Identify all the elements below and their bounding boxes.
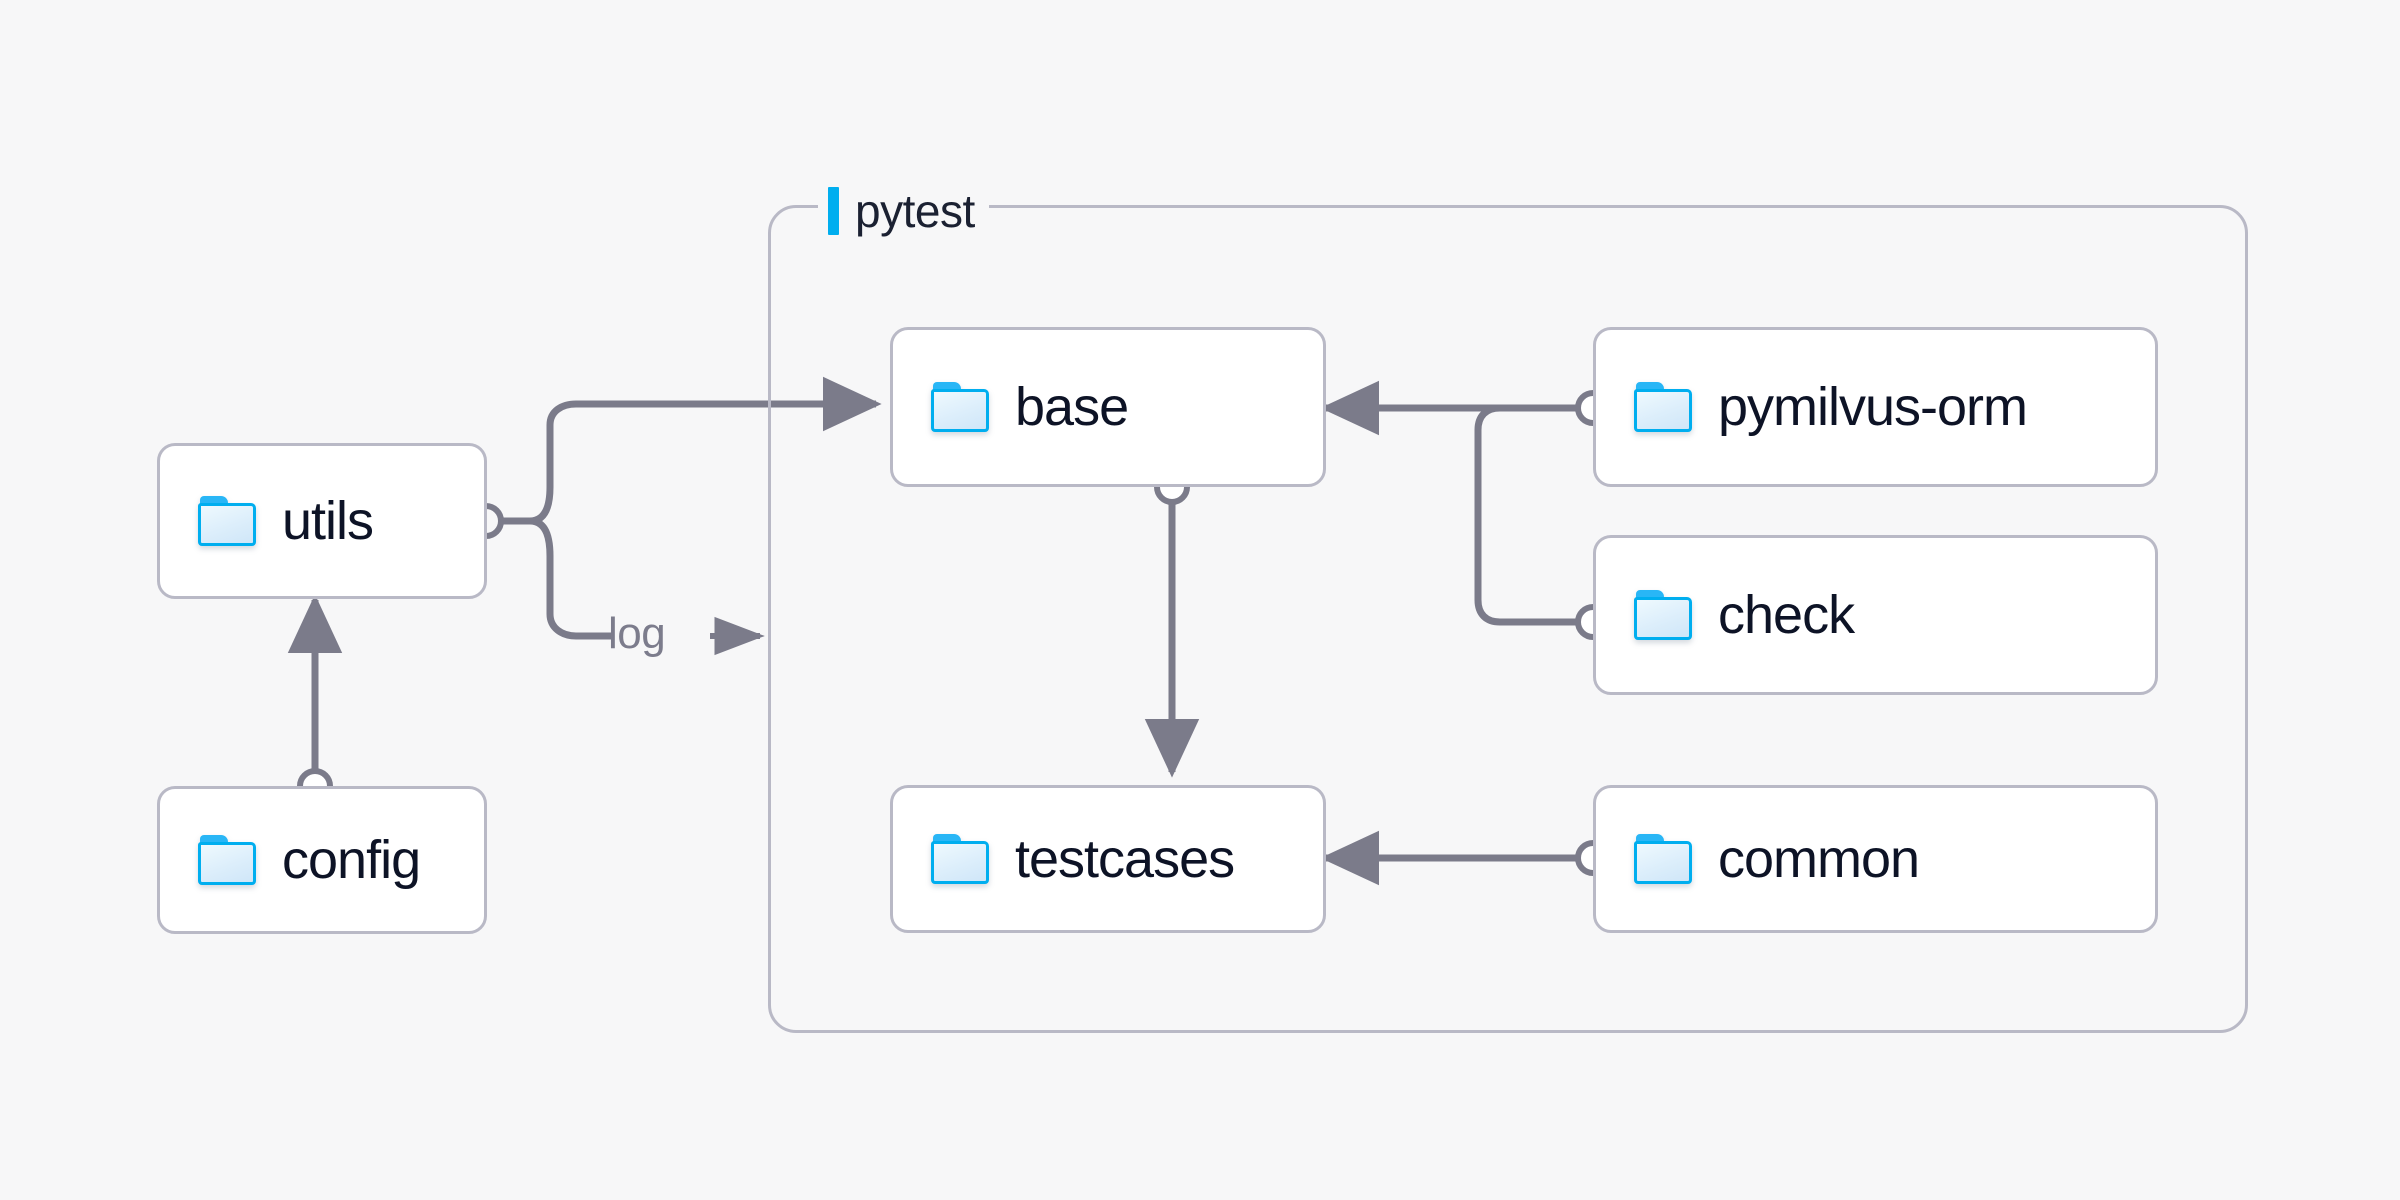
node-config[interactable]: config <box>157 786 487 934</box>
node-base[interactable]: base <box>890 327 1326 487</box>
node-config-label: config <box>282 830 421 890</box>
group-marker-bar-icon <box>828 187 839 235</box>
edge-utils-log <box>529 517 612 640</box>
node-common[interactable]: common <box>1593 785 2158 933</box>
folder-icon <box>1634 382 1692 432</box>
group-pytest-label-text: pytest <box>855 185 975 237</box>
node-pymilvus-orm[interactable]: pymilvus-orm <box>1593 327 2158 487</box>
node-check-label: check <box>1718 585 1855 645</box>
folder-icon <box>1634 834 1692 884</box>
node-pymilvus-orm-label: pymilvus-orm <box>1718 377 2028 437</box>
node-utils[interactable]: utils <box>157 443 487 599</box>
folder-icon <box>931 382 989 432</box>
folder-icon <box>198 496 256 546</box>
group-pytest[interactable] <box>768 205 2248 1033</box>
node-testcases[interactable]: testcases <box>890 785 1326 933</box>
node-testcases-label: testcases <box>1015 829 1235 889</box>
folder-icon <box>198 835 256 885</box>
group-pytest-label: pytest <box>818 183 989 239</box>
node-check[interactable]: check <box>1593 535 2158 695</box>
node-utils-label: utils <box>282 491 374 551</box>
folder-icon <box>931 834 989 884</box>
node-common-label: common <box>1718 829 1920 889</box>
folder-icon <box>1634 590 1692 640</box>
edge-label-log: log <box>608 609 666 658</box>
node-base-label: base <box>1015 377 1129 437</box>
